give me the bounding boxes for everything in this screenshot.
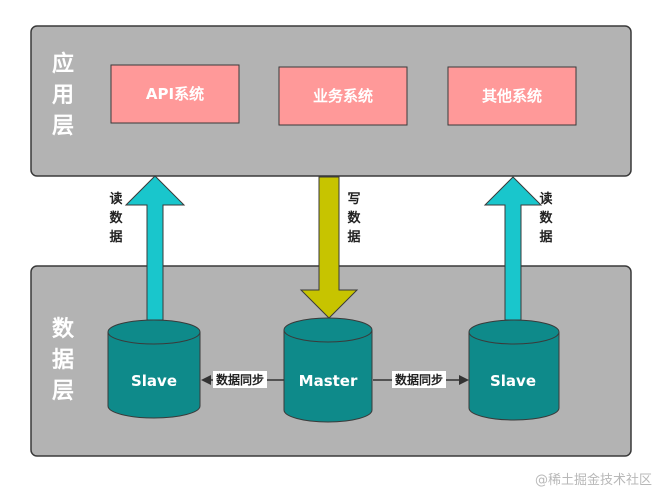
- other-system-box: [447, 66, 577, 126]
- read-label-right-3: 据: [539, 229, 552, 245]
- read-label-left-3: 据: [109, 229, 122, 245]
- slave-right-db: [468, 319, 560, 421]
- read-label-right-2: 数: [539, 210, 553, 226]
- other-system-label: 其他系统: [482, 87, 542, 105]
- read-arrow-right: [483, 176, 543, 321]
- write-arrow: [299, 176, 359, 319]
- data-layer-title-3: 层: [52, 379, 74, 404]
- business-system-label: 业务系统: [313, 87, 373, 105]
- slave-right-label: Slave: [490, 372, 536, 390]
- sync-label-left-bg: [213, 371, 267, 388]
- business-system-box: [278, 66, 408, 126]
- master-label: Master: [299, 372, 358, 390]
- sync-label-right-bg: [392, 371, 446, 388]
- master-db: [283, 317, 373, 423]
- app-layer-title-2: 用: [52, 83, 74, 108]
- watermark-text: @稀土掘金技术社区: [535, 472, 652, 488]
- write-label-1: 写: [347, 192, 360, 207]
- read-arrow-left: [124, 175, 186, 321]
- app-layer-title-1: 应: [52, 51, 74, 77]
- slave-left-label: Slave: [131, 372, 177, 390]
- app-layer-title-3: 层: [52, 114, 74, 139]
- api-system-box: [110, 64, 240, 124]
- slave-left-db: [107, 319, 201, 419]
- data-layer-title-1: 数: [52, 316, 75, 342]
- sync-label-right: 数据同步: [395, 372, 443, 387]
- write-label-2: 数: [347, 210, 361, 226]
- read-label-left-2: 数: [109, 210, 123, 226]
- write-label-3: 据: [347, 229, 360, 245]
- api-system-label: API系统: [146, 85, 204, 103]
- read-label-right-1: 读: [539, 191, 552, 207]
- data-layer-title-2: 据: [52, 348, 74, 373]
- read-label-left-1: 读: [109, 191, 122, 207]
- sync-label-left: 数据同步: [216, 372, 264, 387]
